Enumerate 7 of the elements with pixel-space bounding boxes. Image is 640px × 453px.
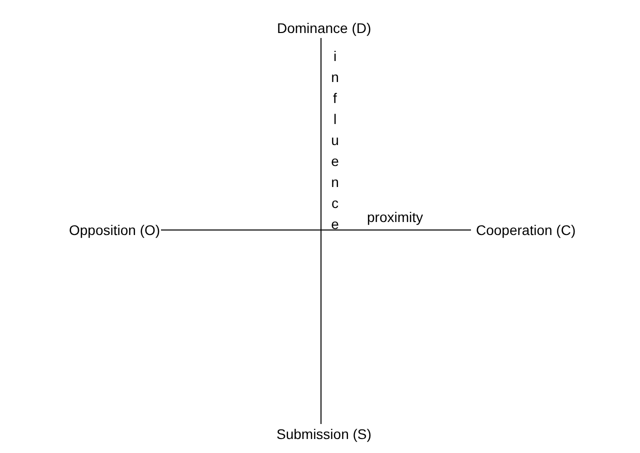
axis-end-label: Cooperation (C) <box>476 222 576 238</box>
edge-label: influence <box>327 48 343 237</box>
axis-end-label: Submission (S) <box>276 426 372 442</box>
edge-label: proximity <box>367 209 424 225</box>
axis-end-label: Dominance (D) <box>277 20 372 36</box>
axis-end-label: Opposition (O) <box>69 222 160 238</box>
axis-line <box>320 38 322 424</box>
